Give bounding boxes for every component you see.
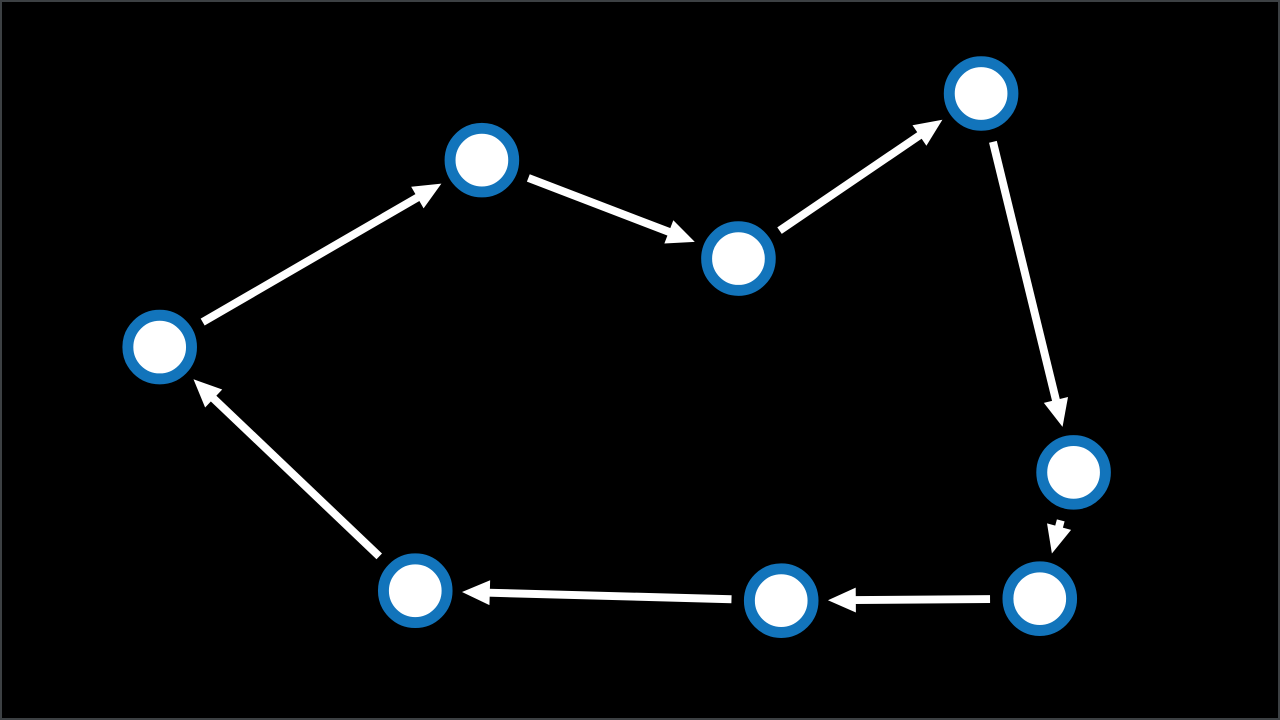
arrowhead-icon: [912, 119, 943, 146]
graph-node-bottom-left: [377, 553, 453, 629]
edge-shaft: [777, 131, 924, 234]
graph-node-left: [122, 309, 197, 385]
graph-node-top-right: [943, 56, 1019, 131]
graph-edge-left-to-upper-left: [200, 183, 442, 326]
arrowhead-icon: [411, 183, 442, 209]
arrowhead-icon: [1043, 396, 1069, 427]
edge-shaft: [200, 193, 422, 326]
graph-edge-middle-to-top-right: [777, 119, 943, 234]
graph-node-upper-left: [444, 122, 520, 198]
graph-edge-bottom-right-to-bottom-middle: [827, 587, 991, 613]
graph-edge-upper-left-to-middle: [526, 174, 695, 244]
arrowhead-icon: [461, 580, 491, 606]
arrowhead-icon: [664, 220, 695, 244]
edge-shaft: [853, 595, 991, 605]
arrowhead-icon: [193, 379, 223, 408]
graph-edge-right-to-bottom-right: [1047, 519, 1072, 554]
graph-node-bottom-right: [1002, 561, 1078, 636]
arrowhead-icon: [827, 587, 856, 613]
graph-node-middle: [701, 221, 776, 296]
graph-edge-bottom-middle-to-bottom-left: [461, 580, 732, 606]
graph-edge-top-right-to-right: [989, 140, 1069, 427]
edge-shaft: [487, 588, 732, 604]
graph-node-bottom-middle: [743, 563, 819, 638]
graph-node-right: [1036, 435, 1111, 510]
edge-shaft: [989, 140, 1061, 403]
edge-shaft: [209, 394, 383, 560]
edge-shaft: [526, 174, 673, 237]
arrowhead-icon: [1047, 523, 1072, 554]
graph-edge-bottom-left-to-left: [193, 379, 383, 560]
